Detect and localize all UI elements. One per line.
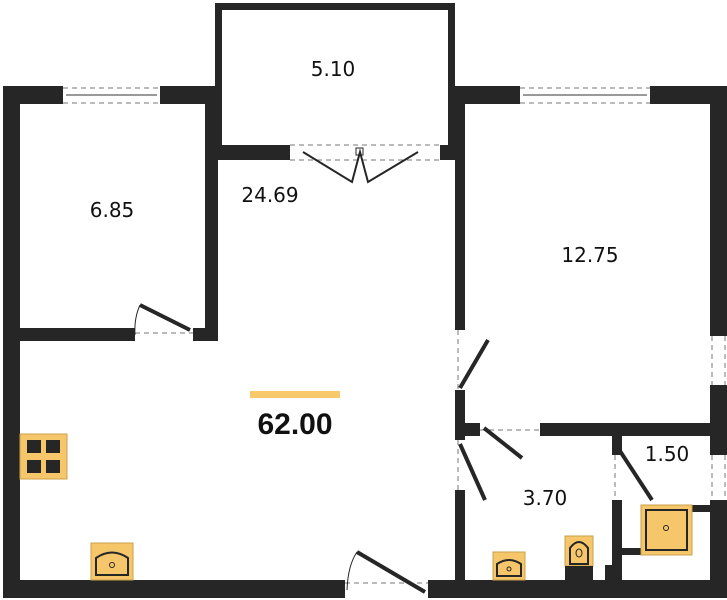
- toilet-door: [614, 446, 654, 502]
- window-small-room: [63, 87, 160, 104]
- window-large-room: [520, 87, 650, 104]
- small-room-door: [134, 303, 193, 336]
- room-area-bathroom: 3.70: [522, 486, 568, 510]
- kitchen-sink-icon: [90, 542, 134, 581]
- room-area-large-bedroom: 12.75: [561, 243, 619, 267]
- doors: [134, 144, 654, 594]
- windows: [63, 87, 726, 500]
- window-toilet: [711, 455, 726, 500]
- shower-icon: [640, 504, 693, 556]
- room-area-balcony: 5.10: [310, 57, 356, 81]
- total-area-accent-bar: [250, 391, 340, 398]
- room-area-small-bedroom: 6.85: [89, 198, 135, 222]
- bathroom-door-side: [457, 440, 487, 501]
- stove-icon: [19, 433, 68, 480]
- room-area-living: 24.69: [241, 183, 299, 207]
- toilet-icon: [564, 535, 594, 580]
- total-area: 62.00: [257, 408, 333, 441]
- balcony-door: [290, 144, 440, 184]
- bath-sink-icon: [492, 551, 526, 581]
- window-right: [711, 336, 726, 385]
- room-area-toilet: 1.50: [644, 442, 690, 466]
- bathroom-door-top: [480, 426, 540, 460]
- walls: [3, 3, 727, 598]
- fixtures: [19, 433, 693, 581]
- entrance-door: [345, 550, 428, 594]
- large-room-door: [457, 330, 490, 390]
